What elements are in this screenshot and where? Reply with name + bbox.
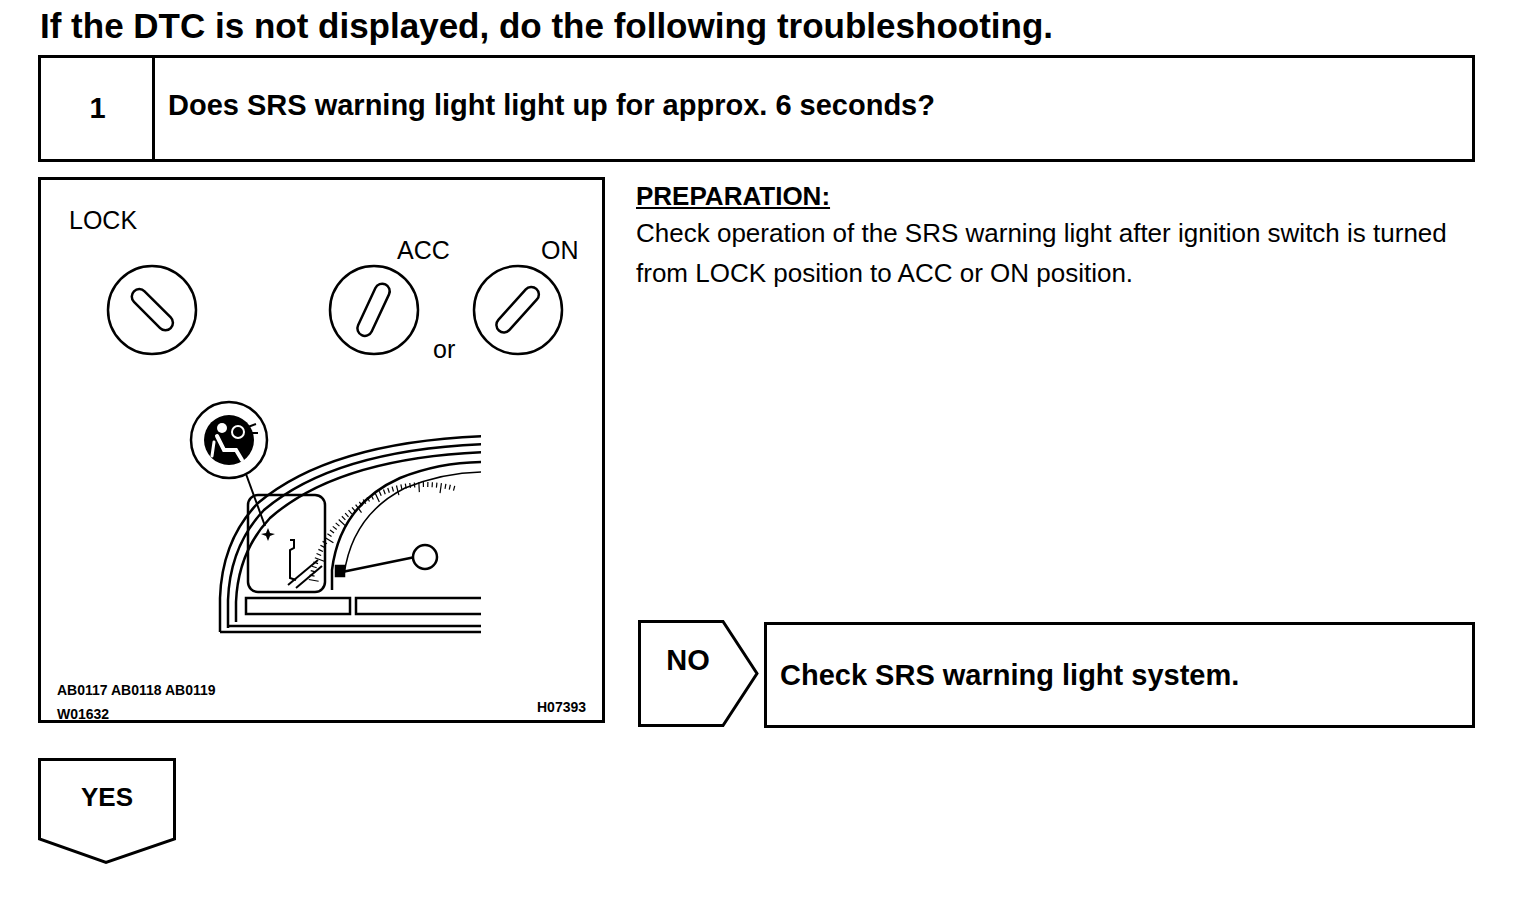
tick-mark bbox=[367, 497, 369, 501]
step-box: 1 Does SRS warning light light up for app… bbox=[38, 55, 1475, 162]
tick-mark bbox=[310, 575, 315, 576]
tick-mark bbox=[409, 483, 411, 488]
tick-mark bbox=[371, 495, 373, 499]
tick-mark bbox=[379, 491, 381, 496]
no-arrow: NO bbox=[638, 620, 759, 727]
tick-mark bbox=[440, 483, 441, 493]
tick-mark bbox=[317, 554, 322, 556]
instrument-cluster bbox=[220, 436, 481, 632]
section-heading: PREPARATION: bbox=[636, 176, 830, 216]
tick-mark bbox=[436, 483, 438, 488]
node-text: AB0117 AB0118 AB0119 bbox=[57, 682, 216, 699]
node-text: Does SRS warning light light up for appr… bbox=[168, 88, 935, 123]
tick-mark bbox=[349, 510, 352, 514]
tick-mark bbox=[320, 545, 324, 547]
tick-mark bbox=[333, 526, 337, 529]
node-text: 1 bbox=[41, 58, 154, 159]
node-text: ON bbox=[541, 235, 579, 265]
tick-mark bbox=[318, 549, 323, 551]
tick-mark bbox=[423, 482, 424, 487]
tick-mark bbox=[327, 534, 331, 537]
tick-mark bbox=[325, 537, 333, 542]
yes-arrow: YES bbox=[38, 758, 186, 864]
key-positions bbox=[108, 266, 562, 354]
tick-mark bbox=[311, 571, 316, 572]
tick-mark bbox=[315, 558, 324, 562]
tick-mark bbox=[312, 566, 317, 567]
tick-mark bbox=[345, 513, 348, 517]
tick-mark bbox=[418, 482, 420, 492]
tick-mark bbox=[313, 562, 318, 564]
tick-mark bbox=[342, 516, 346, 520]
tick-mark bbox=[396, 486, 398, 496]
tick-mark bbox=[356, 505, 362, 513]
node-text: NO bbox=[638, 620, 738, 700]
tick-mark bbox=[323, 541, 327, 543]
node-text: ACC bbox=[397, 235, 450, 265]
tick-mark bbox=[453, 486, 454, 491]
page-title: If the DTC is not displayed, do the foll… bbox=[40, 6, 1053, 46]
tick-mark bbox=[330, 530, 334, 533]
action-box: Check SRS warning light system. bbox=[764, 622, 1475, 728]
tick-mark bbox=[309, 580, 319, 582]
node-text: or bbox=[433, 334, 455, 364]
tick-mark bbox=[427, 482, 428, 487]
tick-mark bbox=[336, 523, 340, 526]
step-divider bbox=[152, 58, 155, 159]
tick-mark bbox=[405, 484, 407, 489]
tick-mark bbox=[383, 490, 385, 495]
tick-mark bbox=[449, 485, 450, 490]
illustration-frame: LOCK ACC ON orAB0117 AB0118 AB0119W01632 H07… bbox=[38, 177, 605, 723]
tick-mark bbox=[352, 507, 355, 511]
node-text: LOCK bbox=[69, 205, 137, 235]
tick-mark bbox=[444, 484, 446, 489]
instruction-text: Check operation of the SRS warning light… bbox=[636, 213, 1496, 293]
tick-mark bbox=[363, 499, 366, 503]
tick-mark bbox=[392, 487, 393, 492]
node-text: W01632 bbox=[57, 706, 109, 723]
node-text: Check SRS warning light system. bbox=[780, 658, 1239, 693]
tick-mark bbox=[375, 493, 379, 502]
tick-mark bbox=[431, 482, 433, 487]
tick-mark bbox=[359, 502, 362, 506]
node-text: H07393 bbox=[537, 699, 586, 716]
tick-mark bbox=[414, 482, 416, 487]
tick-mark bbox=[339, 520, 346, 527]
srs-warning-callout bbox=[191, 402, 275, 541]
tick-mark bbox=[388, 488, 390, 493]
node-text: YES bbox=[38, 758, 176, 838]
tick-mark bbox=[401, 484, 402, 489]
